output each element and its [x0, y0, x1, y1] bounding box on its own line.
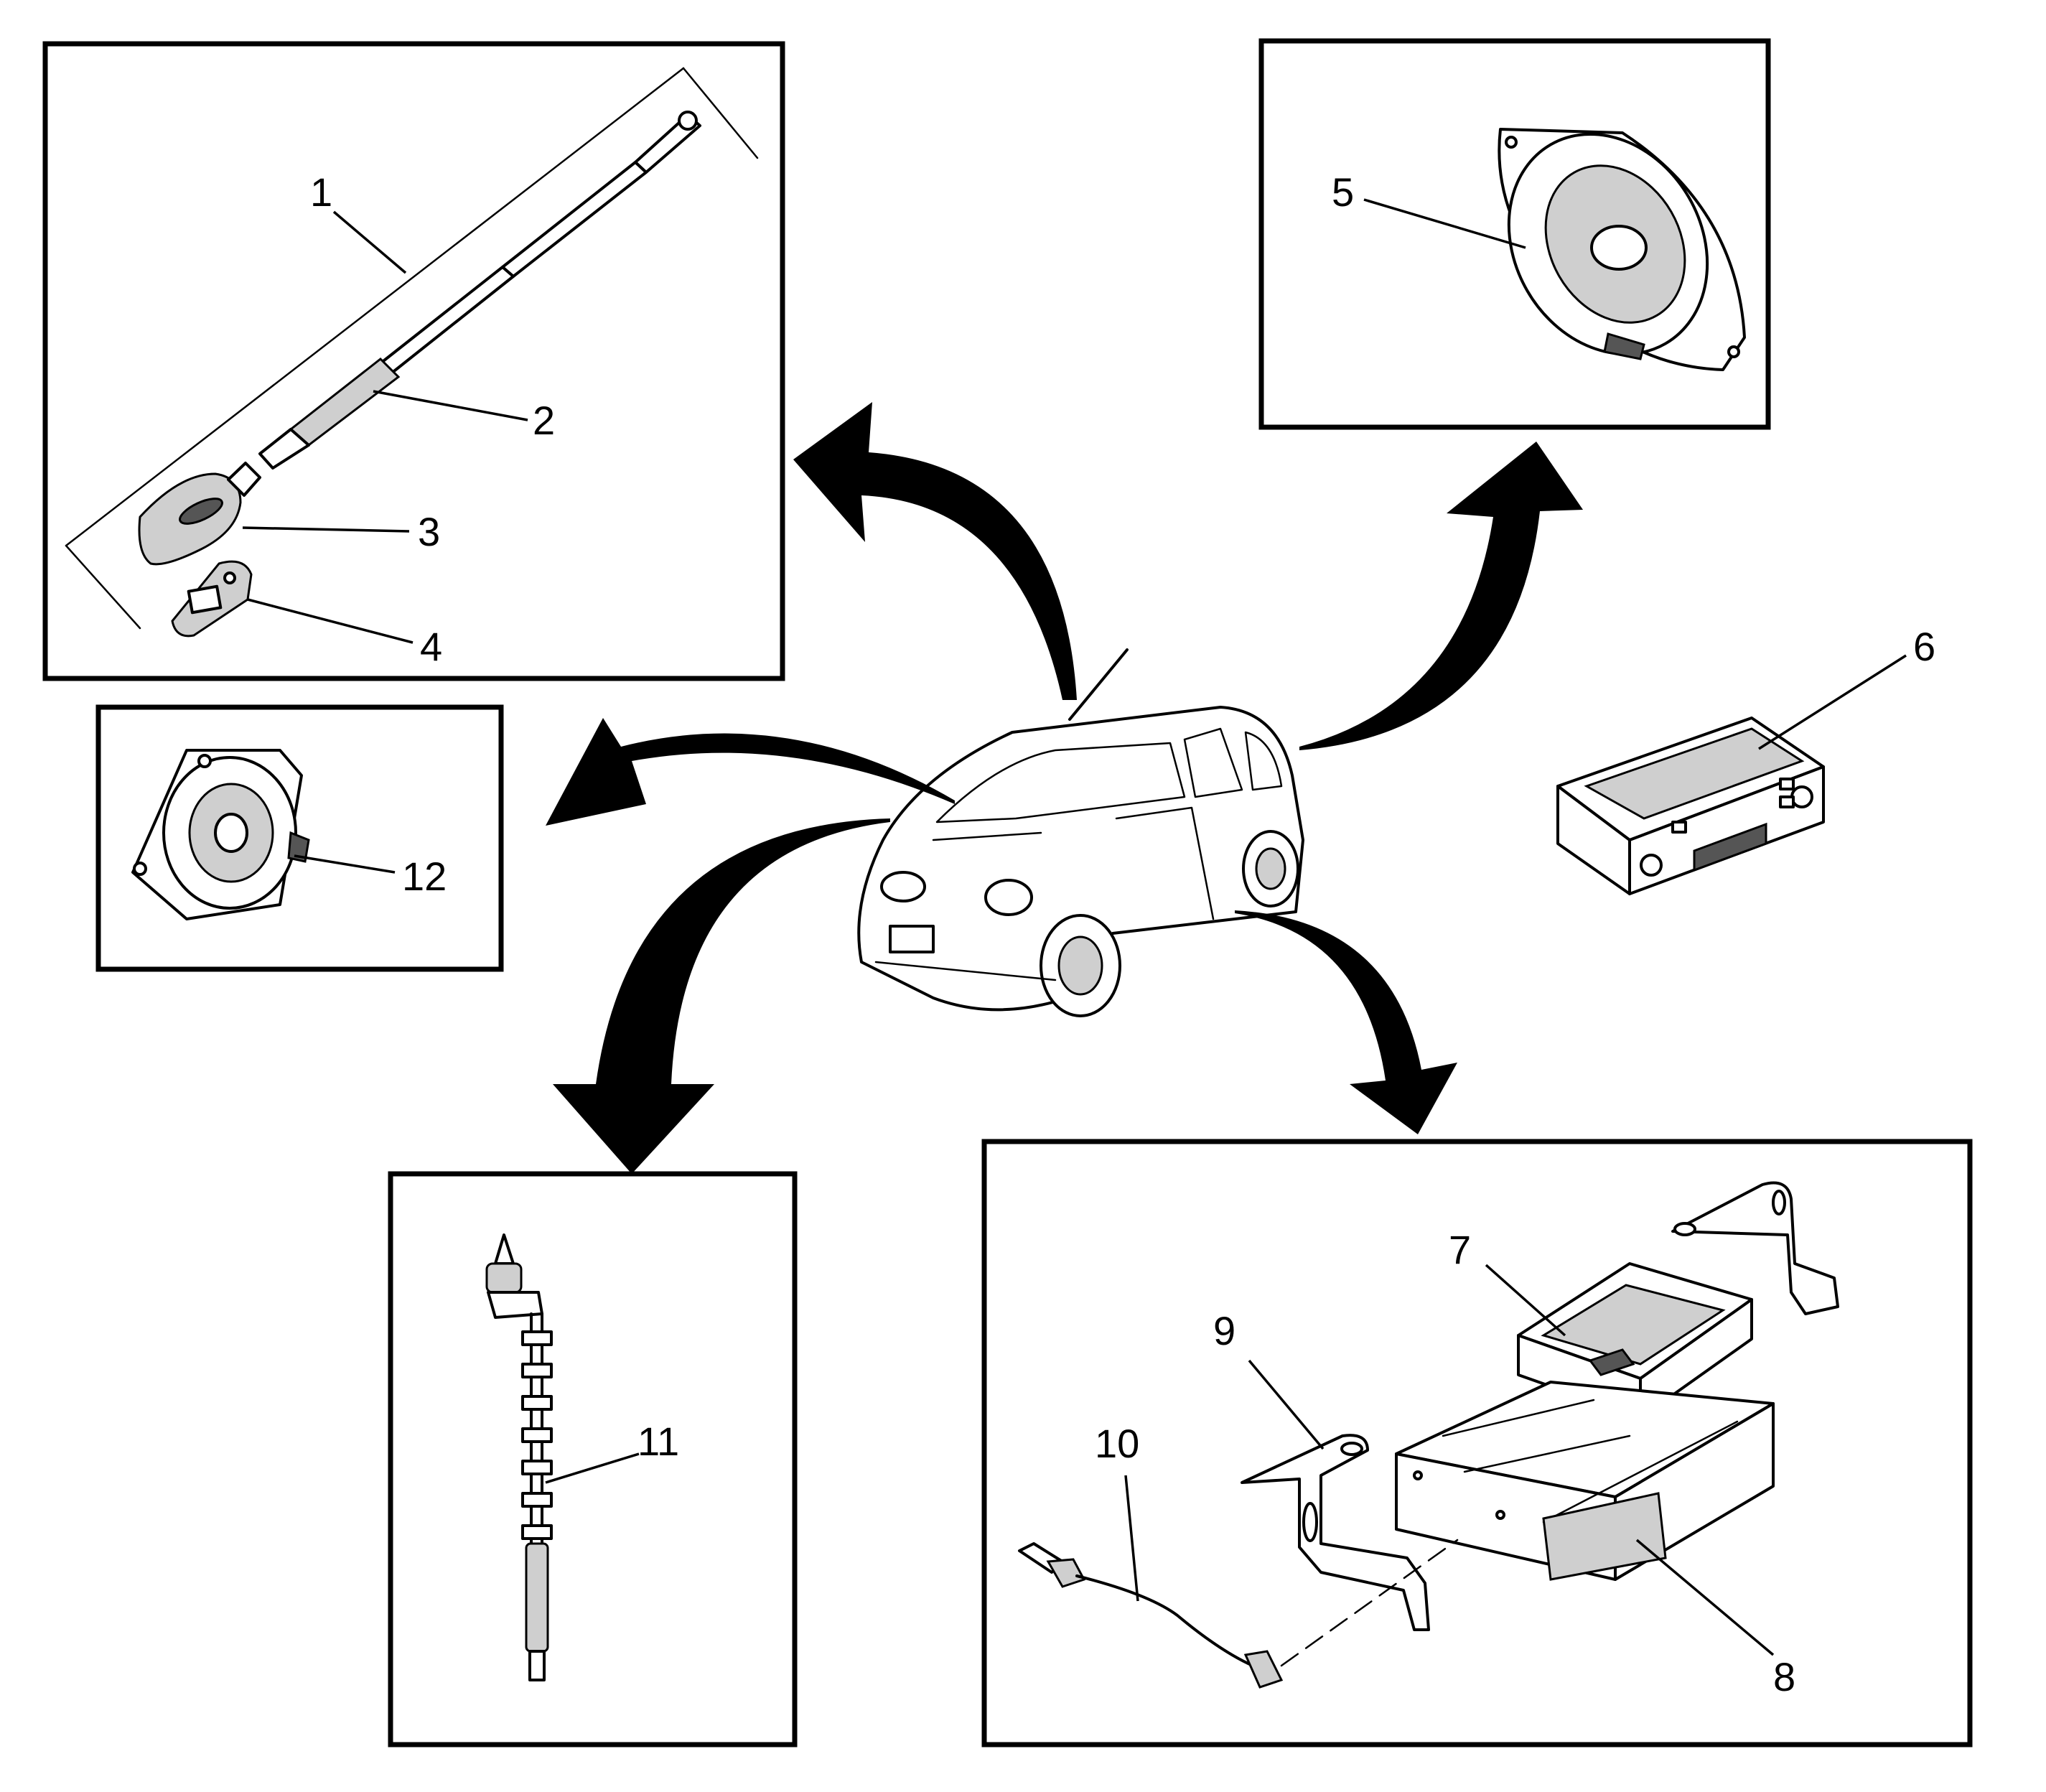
rear-speaker	[131, 749, 310, 920]
car-antenna-line	[1068, 648, 1129, 721]
arrow-to-rear-speaker	[546, 718, 955, 826]
arrow-to-cd-changer	[1235, 910, 1457, 1134]
rear-speaker-panel-frame	[95, 704, 504, 972]
leader-8	[1635, 1539, 1775, 1656]
leader-9	[1248, 1359, 1325, 1450]
cd-changer-panel-frame	[981, 1139, 1973, 1747]
antenna-panel: 1 2 3 4	[42, 41, 785, 681]
leader-5	[1363, 198, 1526, 249]
antenna-mast	[258, 111, 701, 470]
arrow-to-antenna-cable	[553, 818, 890, 1174]
flow-arrows	[546, 402, 1583, 1174]
cable-clips	[521, 1330, 553, 1540]
cd-changer-panel: 7 8 9 10	[981, 1139, 1973, 1747]
antenna-cable	[485, 1233, 553, 1681]
radio-buttons	[1671, 778, 1795, 834]
antenna-bracket-line-top	[682, 67, 759, 159]
callout-5: 5	[1332, 169, 1354, 215]
leader-11	[545, 1452, 640, 1484]
rear-speaker-panel: 12	[95, 704, 504, 972]
leader-4	[247, 598, 414, 644]
front-speaker	[1498, 128, 1746, 371]
callout-1: 1	[310, 169, 332, 215]
antenna-cable-panel: 11	[388, 1171, 798, 1747]
antenna-cable-panel-frame	[388, 1171, 798, 1747]
leader-6	[1758, 654, 1907, 750]
callout-4: 4	[420, 624, 442, 669]
radio-unit: 6	[1556, 624, 1935, 895]
callout-9: 9	[1213, 1308, 1235, 1353]
cd-changer-unit	[1395, 1381, 1775, 1581]
antenna-axis-line	[65, 67, 685, 547]
callout-10: 10	[1095, 1421, 1139, 1466]
callout-6: 6	[1913, 624, 1935, 669]
arrow-to-antenna	[793, 402, 1077, 700]
antenna-pad	[171, 560, 253, 638]
front-speaker-panel-frame	[1258, 38, 1771, 430]
callout-12: 12	[402, 854, 447, 899]
cd-changer-cable	[1018, 1539, 1459, 1689]
leader-12	[294, 854, 396, 874]
antenna-panel-frame	[42, 41, 785, 681]
leader-2	[373, 390, 528, 421]
car-illustration	[857, 648, 1304, 1017]
mounting-bracket-lower	[1241, 1434, 1430, 1631]
leader-3	[242, 526, 410, 533]
callout-2: 2	[533, 398, 555, 443]
leader-10	[1124, 1475, 1139, 1602]
callout-3: 3	[418, 509, 440, 554]
leader-7	[1485, 1264, 1566, 1337]
callout-7: 7	[1449, 1227, 1471, 1272]
front-speaker-panel: 5	[1258, 38, 1771, 430]
leader-1	[332, 210, 407, 274]
antenna-bracket-line-bottom	[65, 544, 141, 630]
arrow-to-front-speaker	[1299, 442, 1583, 750]
callout-11: 11	[637, 1419, 679, 1464]
antenna-base	[138, 462, 261, 566]
mounting-bracket-upper	[1671, 1181, 1839, 1315]
callout-8: 8	[1773, 1654, 1795, 1699]
